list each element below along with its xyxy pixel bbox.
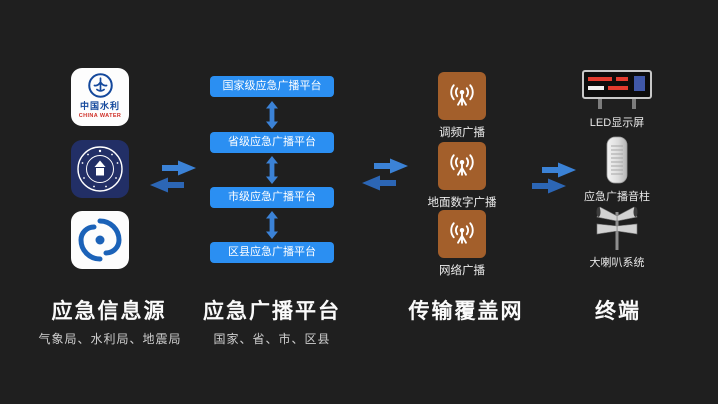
led-billboard-icon <box>582 70 652 109</box>
column-subtitle-sources: 气象局、水利局、地震局 <box>38 332 182 346</box>
china-water-logo: 中国水利 CHINA WATER <box>71 68 129 126</box>
network-node-internet <box>438 210 486 258</box>
china-water-name-cn: 中国水利 <box>79 101 120 111</box>
arrow-right-icon <box>162 160 196 176</box>
platform-node-county: 区县应急广播平台 <box>210 242 334 263</box>
vertical-double-arrow-icon <box>265 156 279 184</box>
network-node-terrestrial-digital <box>438 142 486 190</box>
column-subtitle-platforms: 国家、省、市、区县 <box>213 332 331 346</box>
arrow-network-terminals <box>532 162 586 196</box>
column-title-network: 传输覆盖网 <box>408 300 524 323</box>
bidirectional-arrow-platforms-network <box>362 158 416 192</box>
terminal-label-sound-column: 应急广播音柱 <box>584 191 650 203</box>
network-label-fm: 调频广播 <box>439 127 485 139</box>
broadcast-antenna-icon <box>450 84 474 106</box>
arrow-right-icon <box>542 162 576 178</box>
column-title-terminals: 终端 <box>595 300 641 323</box>
network-label-terrestrial-digital: 地面数字广播 <box>427 197 497 209</box>
china-water-name-en: CHINA WATER <box>78 113 122 119</box>
platform-node-provincial: 省级应急广播平台 <box>210 132 334 153</box>
seal-emblem-icon <box>77 146 123 192</box>
column-title-platforms: 应急广播平台 <box>203 300 341 323</box>
water-resources-seal-logo <box>71 140 129 198</box>
terminal-label-led: LED显示屏 <box>589 117 645 129</box>
column-title-sources: 应急信息源 <box>51 300 167 323</box>
vertical-double-arrow-icon <box>265 101 279 129</box>
network-label-internet: 网络广播 <box>439 265 485 277</box>
led-display-image <box>582 70 652 117</box>
speaker-column-icon <box>606 136 628 184</box>
platform-node-city: 市级应急广播平台 <box>210 187 334 208</box>
platform-node-national: 国家级应急广播平台 <box>210 76 334 97</box>
network-node-fm <box>438 72 486 120</box>
sound-column-image <box>603 136 631 189</box>
vertical-double-arrow-icon <box>265 211 279 239</box>
arrow-right-icon <box>532 178 566 194</box>
horn-speakers-icon <box>596 206 638 250</box>
arrow-left-icon <box>150 177 184 193</box>
loudspeaker-system-image <box>588 204 646 257</box>
meteorological-logo <box>71 211 129 269</box>
bidirectional-arrow-sources-platforms <box>150 160 204 194</box>
broadcast-antenna-icon <box>450 154 474 176</box>
arrow-left-icon <box>362 175 396 191</box>
china-water-emblem-icon <box>87 73 113 98</box>
arrow-right-icon <box>374 158 408 174</box>
terminal-label-horn-system: 大喇叭系统 <box>589 257 645 269</box>
cyclone-swirl-icon <box>78 218 122 262</box>
broadcast-antenna-icon <box>450 222 474 244</box>
